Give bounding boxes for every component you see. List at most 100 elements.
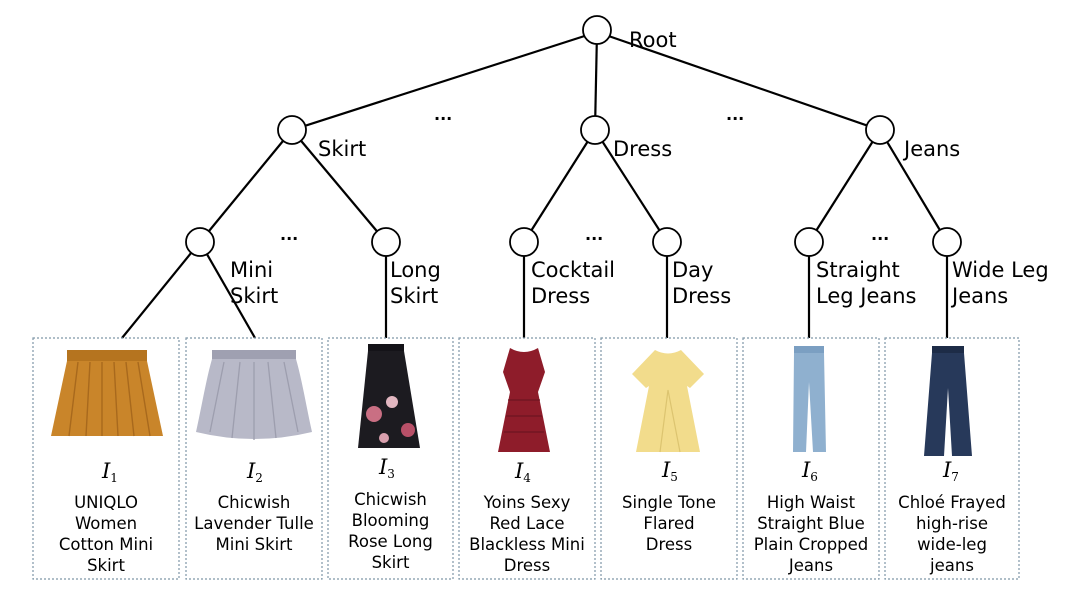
item-2-caption: Chicwish Lavender Tulle Mini Skirt [186,492,322,555]
item-6-caption-line: Straight Blue [757,514,865,533]
rose-print-1 [366,406,382,422]
skirt-node [277,115,307,145]
item-6-id: I6 [801,458,818,484]
item-4-caption-line: Yoins Sexy [483,493,571,512]
item-6-caption-line: High Waist [766,493,856,512]
node-labels: Root Skirt Dress Jeans Mini Skirt Long S… [230,28,1049,308]
item-1-id: I1 [101,459,118,485]
item-5-caption-line: Single Tone [622,493,716,512]
item-7-id: I7 [942,458,959,484]
item-3-id: I3 [378,455,395,481]
item-3-caption: Chicwish Blooming Rose Long Skirt [328,489,453,573]
straight-leg-jeans-label-line2: Leg Jeans [816,284,917,308]
cocktail-dress-node [509,227,539,257]
edge-root-dress [593,31,599,131]
item-1-box [32,337,180,580]
jeans-node [865,115,895,145]
edge-dress-day [594,129,668,243]
item-5-id-letter: I [661,458,671,482]
product-boxes [32,337,1020,580]
rose-print-4 [379,433,389,443]
product-images [51,344,972,456]
skirt-pleats [68,361,151,437]
item-3-box [327,337,454,580]
long-skirt-label-line2: Skirt [390,284,438,308]
item-6-id-letter: I [801,458,811,482]
item-4-caption-line: Dress [503,556,551,575]
item-3-caption-line: Rose Long [348,532,433,551]
item-5-caption-line: Flared [643,514,695,533]
ellipsis-jeans: ... [871,225,889,244]
item-1-id-sub: 1 [110,471,118,485]
item-2-caption-line: Chicwish [217,493,291,512]
item-7-caption-line: Chloé Frayed [898,493,1006,512]
day-dress-label-line2: Dress [672,284,731,308]
edge-jeans-wide [879,129,948,243]
item-4-id-sub: 4 [523,471,531,485]
item-1-caption-line: Cotton Mini [58,535,154,554]
mini-skirt-node [185,227,215,257]
rose-print-2 [386,396,398,408]
edge-mini-item2 [199,241,256,339]
jeans-label: Jeans [902,137,960,161]
item-3-caption-line: Skirt [371,553,410,572]
item-1-caption-line: Skirt [87,556,125,575]
item-5-id: I5 [661,458,678,484]
edge-jeans-straight [808,129,881,243]
item-5-box [600,337,738,580]
item-7-caption-line: jeans [930,556,974,575]
root-label: Root [629,28,677,52]
skirt-label: Skirt [318,137,366,161]
mustard-pleated-mini-skirt-image [51,350,163,437]
cocktail-dress-label-line1: Cocktail [531,258,615,282]
ellipsis-markers: ... ... ... ... ... [280,105,889,244]
item-2-box [185,337,323,580]
day-dress-node [652,227,682,257]
item-ids: I1 I2 I3 I4 I5 I6 I7 [101,455,959,485]
edge-mini-item1 [121,241,201,339]
long-skirt-label-line1: Long [390,258,441,282]
skirt-waistband [67,350,147,362]
item-1-caption: UNIQLO Women Cotton Mini Skirt [33,492,179,576]
item-4-id: I4 [514,459,531,485]
item-5-id-sub: 5 [670,470,678,484]
ellipsis-dress: ... [585,225,603,244]
item-6-box [742,337,880,580]
lavender-tulle-skirt-image [196,350,312,440]
wide-jeans-waistband [932,346,964,354]
jeans-legs [793,353,826,452]
straight-leg-jeans-node [794,227,824,257]
item-7-id-sub: 7 [951,470,959,484]
item-4-caption-line: Blackless Mini [469,535,585,554]
item-2-id-sub: 2 [255,471,263,485]
ellipsis-skirt: ... [280,225,298,244]
ellipsis-root-left: ... [434,105,452,124]
jeans-waistband [794,346,824,354]
yellow-flared-dress-image [632,350,704,453]
tree-nodes [185,15,962,257]
dress-lace-pattern [504,399,544,433]
long-skirt-node [371,227,401,257]
item-1-caption-line: UNIQLO [74,493,138,512]
light-blue-straight-jeans-image [793,346,826,452]
edge-root-jeans [596,30,881,132]
item-6-caption-line: Plain Cropped [753,535,869,554]
item-7-caption-line: high-rise [915,514,989,533]
mini-skirt-label-line2: Skirt [230,284,278,308]
wide-leg-jeans-node [932,227,962,257]
item-4-box [458,337,596,580]
item-2-id: I2 [246,459,263,485]
skirt-body [51,361,163,436]
cocktail-dress-label-line2: Dress [531,284,590,308]
flared-dress-body [632,350,704,452]
item-4-caption: Yoins Sexy Red Lace Blackless Mini Dress [459,492,595,576]
flared-dress-shading [659,389,681,453]
item-3-caption-line: Chicwish [354,490,427,509]
item-6-caption: High Waist Straight Blue Plain Cropped J… [743,492,879,576]
dress-node [580,115,610,145]
edge-skirt-mini [199,129,293,243]
midi-waistband [368,344,404,352]
item-3-caption-line: Blooming [351,511,430,530]
root-node [582,15,612,45]
